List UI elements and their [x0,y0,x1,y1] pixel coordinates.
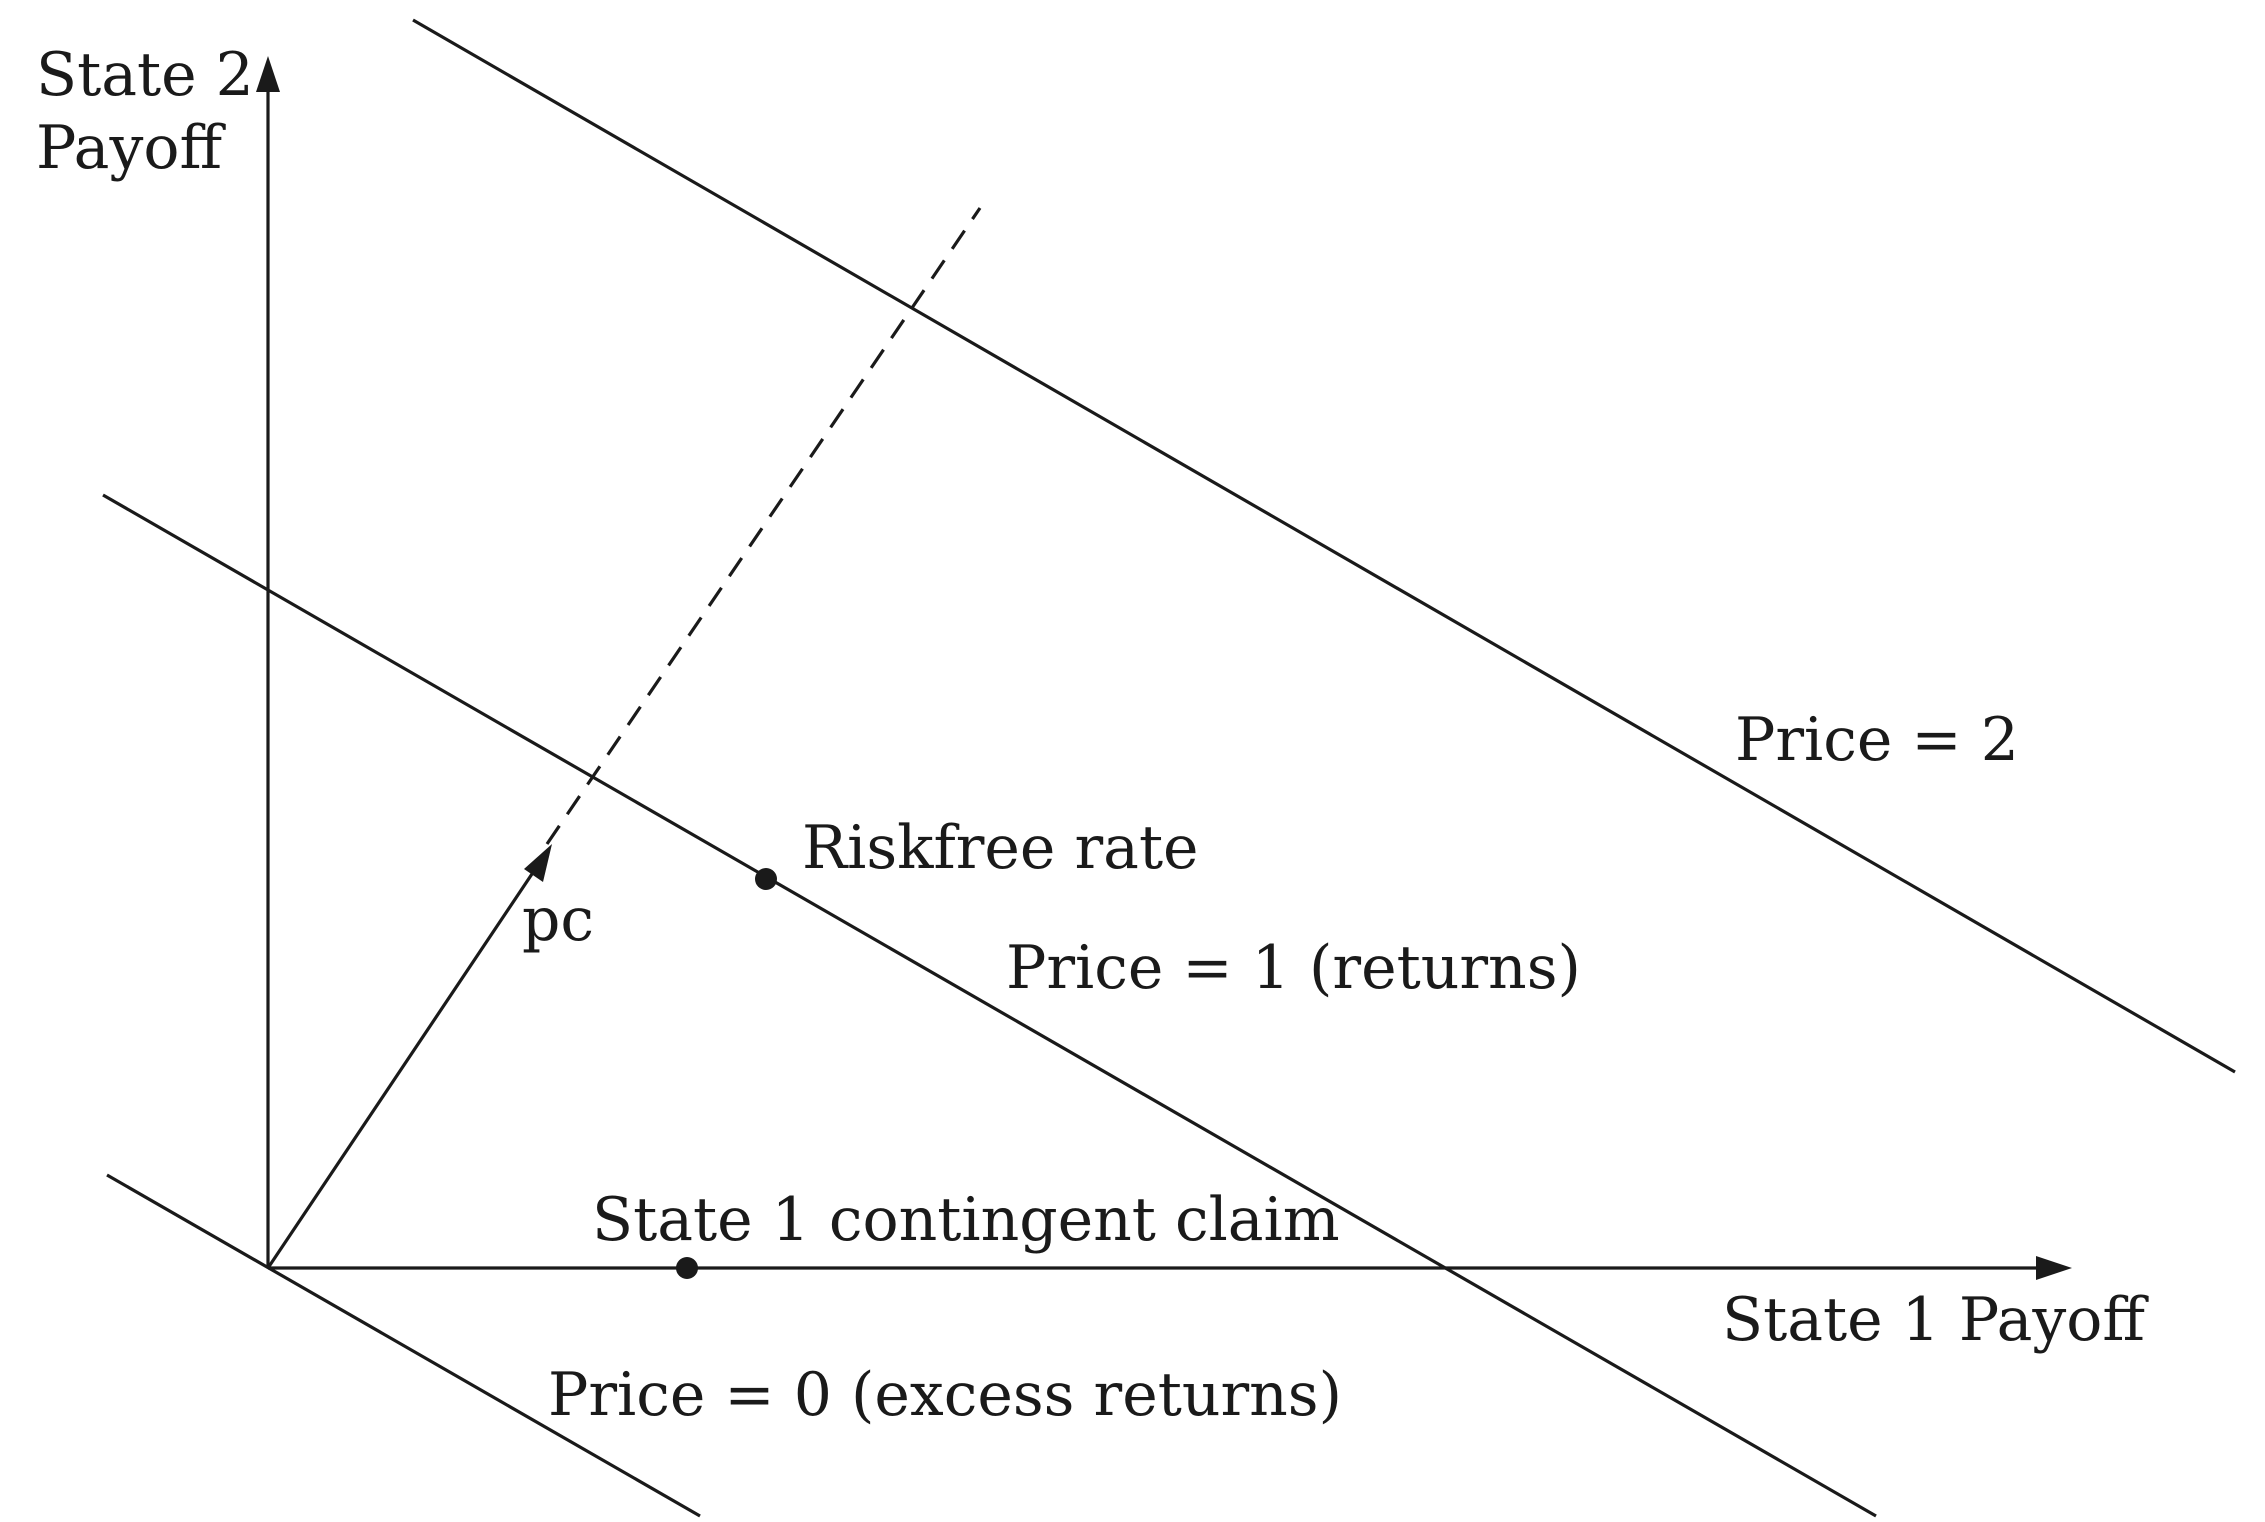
y-axis-label-line1: State 2 [36,40,254,110]
price-1-line [102,493,1877,1518]
y-axis-label-line2: Payoff [36,113,226,183]
x-axis-label: State 1 Payoff [1722,1285,2149,1355]
pc-arrowhead [524,844,552,882]
contingent-claim-label: State 1 contingent claim [592,1185,1340,1255]
price-2-label: Price = 2 [1735,705,2019,775]
x-axis-arrowhead [2036,1256,2072,1280]
price-0-line [106,1173,701,1518]
price-0-label: Price = 0 (excess returns) [548,1360,1342,1430]
y-axis-arrowhead [256,56,280,92]
price-2-line [412,18,2236,1074]
pc-vector-label: pc [522,885,594,955]
pc-dashed-extension [545,207,982,845]
riskfree-rate-label: Riskfree rate [802,813,1199,883]
contingent-claim-point [676,1257,698,1279]
pc-vector [266,861,542,1269]
price-1-label: Price = 1 (returns) [1006,933,1581,1003]
riskfree-rate-point [755,868,777,890]
